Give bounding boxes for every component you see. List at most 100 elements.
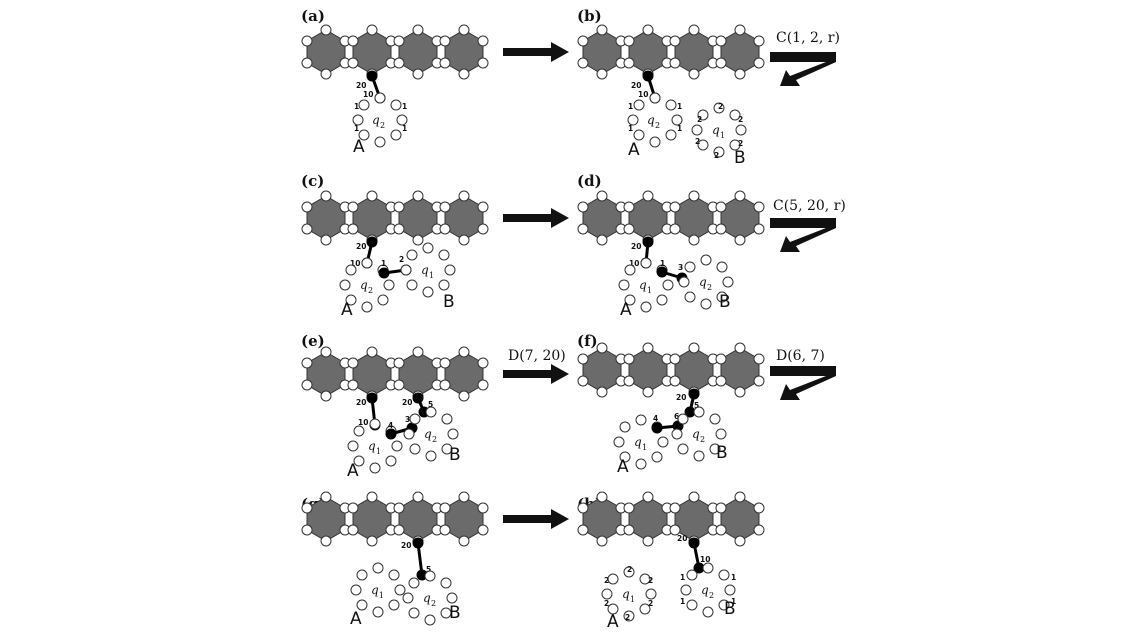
bond-ring-number: 10 — [700, 555, 710, 564]
ring-q: q — [424, 427, 432, 441]
surface-hexagon — [623, 491, 673, 547]
occupied-site — [642, 236, 654, 248]
site-number: 2 — [648, 576, 653, 585]
molecule-name-b: B — [734, 148, 746, 168]
site-number: 1 — [628, 102, 633, 111]
site-number: 6 — [674, 412, 679, 421]
molecule-name-a: A — [617, 457, 629, 477]
return-arrow — [770, 52, 836, 86]
ring-q-sub: 1 — [379, 591, 384, 600]
site-number: 1 — [354, 124, 359, 133]
site-number: 4 — [388, 421, 393, 430]
bond-ring-number: 10 — [350, 259, 360, 268]
occupied-site — [366, 70, 378, 82]
surface-hexagon — [301, 190, 351, 246]
surface-hexagon — [439, 190, 489, 246]
site-number: 1 — [381, 259, 386, 268]
panel-label: (e) — [301, 332, 325, 350]
ring-q-sub: 2 — [709, 591, 714, 600]
ring-q: q — [692, 427, 700, 441]
surface-hexagon — [669, 24, 719, 80]
ring-q-sub: 1 — [647, 286, 652, 295]
site-number: 2 — [604, 599, 609, 608]
site-number: 3 — [678, 263, 683, 272]
panel-d: (d) 20 10 q 1 1 3 q 2 A B — [577, 172, 765, 320]
molecule-name-b: B — [449, 603, 461, 623]
ring-q: q — [360, 278, 368, 292]
panel-f: (f) 20 5 q 1 4 6 q 2 A B — [577, 332, 765, 477]
site-number: 1 — [677, 102, 682, 111]
site-number: 1 — [402, 124, 407, 133]
surface-hexagon — [301, 24, 351, 80]
operation-label: D(6, 7) — [776, 348, 825, 364]
ring-q: q — [368, 439, 376, 453]
ring-q-sub: 1 — [720, 131, 725, 140]
molecule-name-b: B — [443, 292, 455, 312]
site-number: 2 — [627, 565, 632, 574]
panel-label: (f) — [577, 332, 598, 350]
site-number: 2 — [714, 151, 719, 160]
occupied-site — [684, 406, 696, 418]
surface-hexagon — [577, 24, 627, 80]
site-number: 2 — [625, 613, 630, 622]
ring-q-sub: 1 — [642, 443, 647, 452]
forward-arrow — [503, 42, 569, 62]
ring-q: q — [639, 278, 647, 292]
molecule-name-a: A — [353, 137, 365, 157]
ring-q: q — [647, 113, 655, 127]
site-number: 1 — [628, 124, 633, 133]
panel-b: (b) 20 10 q 2 1 1 1 1 A q 1 2 2 2 2 2 2 … — [577, 7, 765, 168]
bond-top-number: 20 — [356, 242, 366, 251]
occupied-site — [688, 388, 700, 400]
ring-q-sub: 2 — [368, 286, 373, 295]
bond-ring-number: 10 — [629, 259, 639, 268]
molecule-name-a: A — [350, 609, 362, 629]
ring-q-sub: 2 — [700, 435, 705, 444]
molecule-name-b: B — [449, 445, 461, 465]
site-number: 1 — [680, 597, 685, 606]
ring-q: q — [423, 591, 431, 605]
surface-hexagon — [301, 346, 351, 402]
operation-label: C(5, 20, r) — [773, 198, 846, 214]
surface-hexagon — [439, 491, 489, 547]
ring-q-sub: 2 — [707, 283, 712, 292]
site-number: 1 — [660, 259, 665, 268]
surface-hexagon — [577, 342, 627, 398]
site-number: 2 — [695, 137, 700, 146]
panel-h: (h) 20 10 q 1 2 2 2 2 2 2 q 2 1 1 1 1 A … — [577, 491, 765, 632]
panel-c: (c) 20 10 q 2 1 2 q 1 A B — [301, 172, 489, 320]
forward-arrow — [503, 208, 569, 228]
molecule-name-a: A — [628, 140, 640, 160]
bond-top-number: 20 — [631, 242, 641, 251]
return-arrow — [770, 218, 836, 252]
panel-a: (a) 20 10 q 2 1 1 1 1 A — [301, 7, 489, 157]
ring-q: q — [701, 583, 709, 597]
bond-top-number: 20 — [402, 398, 412, 407]
ring-q: q — [371, 583, 379, 597]
site-number: 1 — [677, 124, 682, 133]
ring-q-sub: 2 — [380, 121, 385, 130]
ring-q: q — [712, 123, 720, 137]
occupied-site — [366, 392, 378, 404]
site-number: 2 — [738, 139, 743, 148]
site-number: 2 — [718, 102, 723, 111]
bond-ring-number: 5 — [428, 400, 433, 409]
panel-g: (g) 20 5 q 1 q 2 A B — [301, 491, 489, 629]
bond-top-number: 20 — [676, 393, 686, 402]
site-number: 2 — [604, 576, 609, 585]
molecule-name-b: B — [716, 443, 728, 463]
molecule-name-a: A — [607, 612, 619, 632]
occupied-site — [693, 562, 705, 574]
bond-top-number: 20 — [631, 81, 641, 90]
panel-label: (a) — [301, 7, 325, 25]
operation-label: C(1, 2, r) — [776, 30, 840, 46]
molecule-name-b: B — [719, 292, 731, 312]
ring-q-sub: 2 — [655, 121, 660, 130]
surface-hexagon — [669, 190, 719, 246]
occupied-site — [688, 537, 700, 549]
ring-q: q — [699, 275, 707, 289]
occupied-site — [366, 236, 378, 248]
panel-e: (e) 20 10 20 5 q 1 4 3 q 2 A B — [301, 332, 489, 481]
ring-q: q — [634, 435, 642, 449]
bond-ring-number: 10 — [638, 90, 648, 99]
